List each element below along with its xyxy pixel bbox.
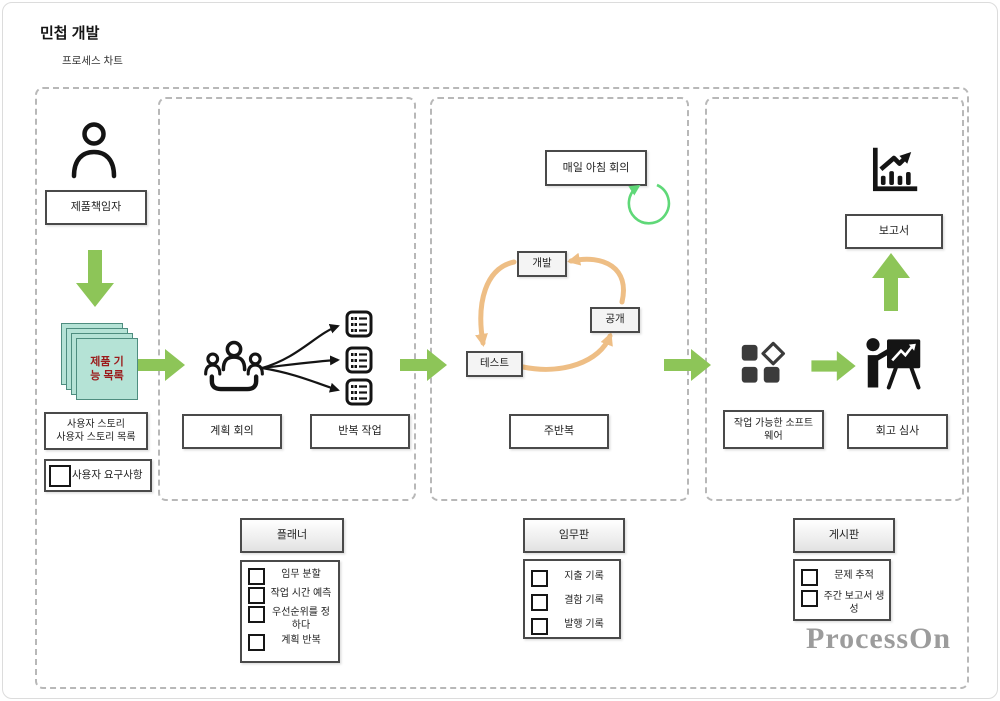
checkbox-icon[interactable] — [531, 570, 548, 587]
list-item: 지출 기록 — [531, 570, 617, 587]
release-label: 공개 — [605, 313, 625, 326]
node-report[interactable]: 보고서 — [845, 214, 943, 249]
planning-meeting-label: 계획 회의 — [210, 425, 254, 438]
list-item-label: 결함 기록 — [564, 595, 604, 606]
list-item-label: 발행 기록 — [564, 619, 604, 630]
feature-card-label: 제품 기 능 목록 — [90, 355, 124, 382]
list-item-label: 문제 추적 — [834, 570, 874, 581]
node-user-story[interactable]: 사용자 스토리 사용자 스토리 목록 — [44, 412, 148, 450]
list-item-label: 우선순위를 정하다 — [272, 607, 330, 631]
retrospective-label: 회고 심사 — [875, 425, 920, 438]
planning-lane — [158, 97, 416, 501]
user-story-label: 사용자 스토리 사용자 스토리 목록 — [56, 419, 136, 443]
card-front: 제품 기 능 목록 — [76, 338, 138, 400]
processon-watermark: ProcessOn — [806, 622, 952, 655]
list-item-label: 계획 반복 — [281, 635, 321, 646]
arrow-up-icon — [872, 253, 910, 311]
checkbox-icon[interactable] — [248, 606, 265, 623]
iteration-lane — [430, 97, 689, 501]
iteration-work-label: 반복 작업 — [338, 425, 382, 438]
meeting-icon — [204, 340, 264, 392]
report-label: 보고서 — [878, 225, 910, 238]
person-icon — [71, 122, 117, 179]
requirement-label: 사용자 요구사항 — [72, 468, 143, 481]
checkbox-icon[interactable] — [801, 569, 818, 586]
node-test[interactable]: 테스트 — [466, 351, 523, 377]
node-retrospective[interactable]: 회고 심사 — [847, 414, 948, 449]
report-chart-icon — [872, 147, 918, 192]
node-workable-software[interactable]: 작업 가능한 소프트웨어 — [723, 410, 824, 449]
panel-taskboard-list: 지출 기록 결함 기록 발행 기록 — [523, 559, 621, 639]
list-item-label: 임무 분할 — [281, 569, 321, 580]
node-release[interactable]: 공개 — [590, 307, 640, 333]
list-item: 임무 분할 — [248, 568, 336, 585]
panel-planner-list: 임무 분할 작업 시간 예측 우선순위를 정하다 계획 반복 — [240, 560, 340, 663]
loop-icon — [627, 183, 671, 225]
list-item: 주간 보고서 생성 — [801, 590, 887, 616]
arrow-right-icon-3 — [664, 349, 711, 381]
node-weekly-iteration[interactable]: 주반복 — [509, 414, 609, 449]
node-user-requirement[interactable]: 사용자 요구사항 — [44, 459, 152, 492]
list-item-label: 주간 보고서 생성 — [823, 591, 885, 615]
panel-board-title: 게시판 — [828, 529, 860, 542]
fanout-arrows — [261, 324, 340, 393]
node-feature-cards[interactable]: 제품 기 능 목록 — [61, 323, 139, 401]
panel-taskboard-title: 임무판 — [558, 529, 590, 542]
cycle-arrows — [475, 252, 626, 372]
workable-software-label: 작업 가능한 소프트웨어 — [733, 417, 814, 442]
page-title: 민첩 개발 — [40, 25, 100, 42]
develop-label: 개발 — [532, 257, 552, 270]
task-list-icon-2 — [345, 346, 373, 374]
test-label: 테스트 — [480, 357, 509, 370]
checkbox-icon[interactable] — [248, 568, 265, 585]
list-item: 결함 기록 — [531, 594, 617, 611]
outer-lane — [35, 87, 969, 689]
list-item-label: 지출 기록 — [564, 571, 604, 582]
panel-planner-header[interactable]: 플래너 — [240, 518, 344, 553]
arrow-right-icon-1 — [138, 349, 185, 381]
arrow-right-icon-4 — [811, 350, 856, 382]
presentation-icon — [866, 338, 921, 390]
review-lane — [705, 97, 964, 501]
list-item: 계획 반복 — [248, 634, 336, 651]
list-item: 작업 시간 예측 — [248, 587, 336, 604]
checkbox-icon[interactable] — [531, 618, 548, 635]
node-daily-meeting[interactable]: 매일 아침 회의 — [545, 150, 647, 186]
weekly-iteration-label: 주반복 — [543, 425, 575, 438]
task-list-icon-1 — [345, 310, 373, 338]
checkbox-icon[interactable] — [248, 587, 265, 604]
panel-planner-title: 플래너 — [276, 529, 308, 542]
daily-meeting-label: 매일 아침 회의 — [562, 161, 630, 174]
panel-board-header[interactable]: 게시판 — [793, 518, 895, 553]
arrow-right-icon-2 — [400, 349, 447, 381]
node-develop[interactable]: 개발 — [517, 251, 567, 277]
page-subtitle: 프로세스 차트 — [62, 55, 123, 67]
node-product-owner-label: 제품책임자 — [70, 201, 122, 214]
panel-taskboard-header[interactable]: 임무판 — [523, 518, 625, 553]
panel-board-list: 문제 추적 주간 보고서 생성 — [793, 559, 891, 621]
list-item: 발행 기록 — [531, 618, 617, 635]
node-product-owner[interactable]: 제품책임자 — [45, 190, 147, 225]
node-planning-meeting[interactable]: 계획 회의 — [182, 414, 282, 449]
list-item: 문제 추적 — [801, 569, 887, 586]
arrow-down-icon — [76, 250, 114, 307]
list-item: 우선순위를 정하다 — [248, 606, 336, 632]
list-item-label: 작업 시간 예측 — [270, 588, 332, 599]
checkbox-icon[interactable] — [531, 594, 548, 611]
checkbox-icon[interactable] — [801, 590, 818, 607]
components-icon — [741, 341, 785, 383]
checkbox-icon[interactable] — [248, 634, 265, 651]
requirement-checkbox[interactable] — [49, 464, 71, 487]
task-list-icon-3 — [345, 378, 373, 406]
node-iteration-work[interactable]: 반복 작업 — [310, 414, 410, 449]
